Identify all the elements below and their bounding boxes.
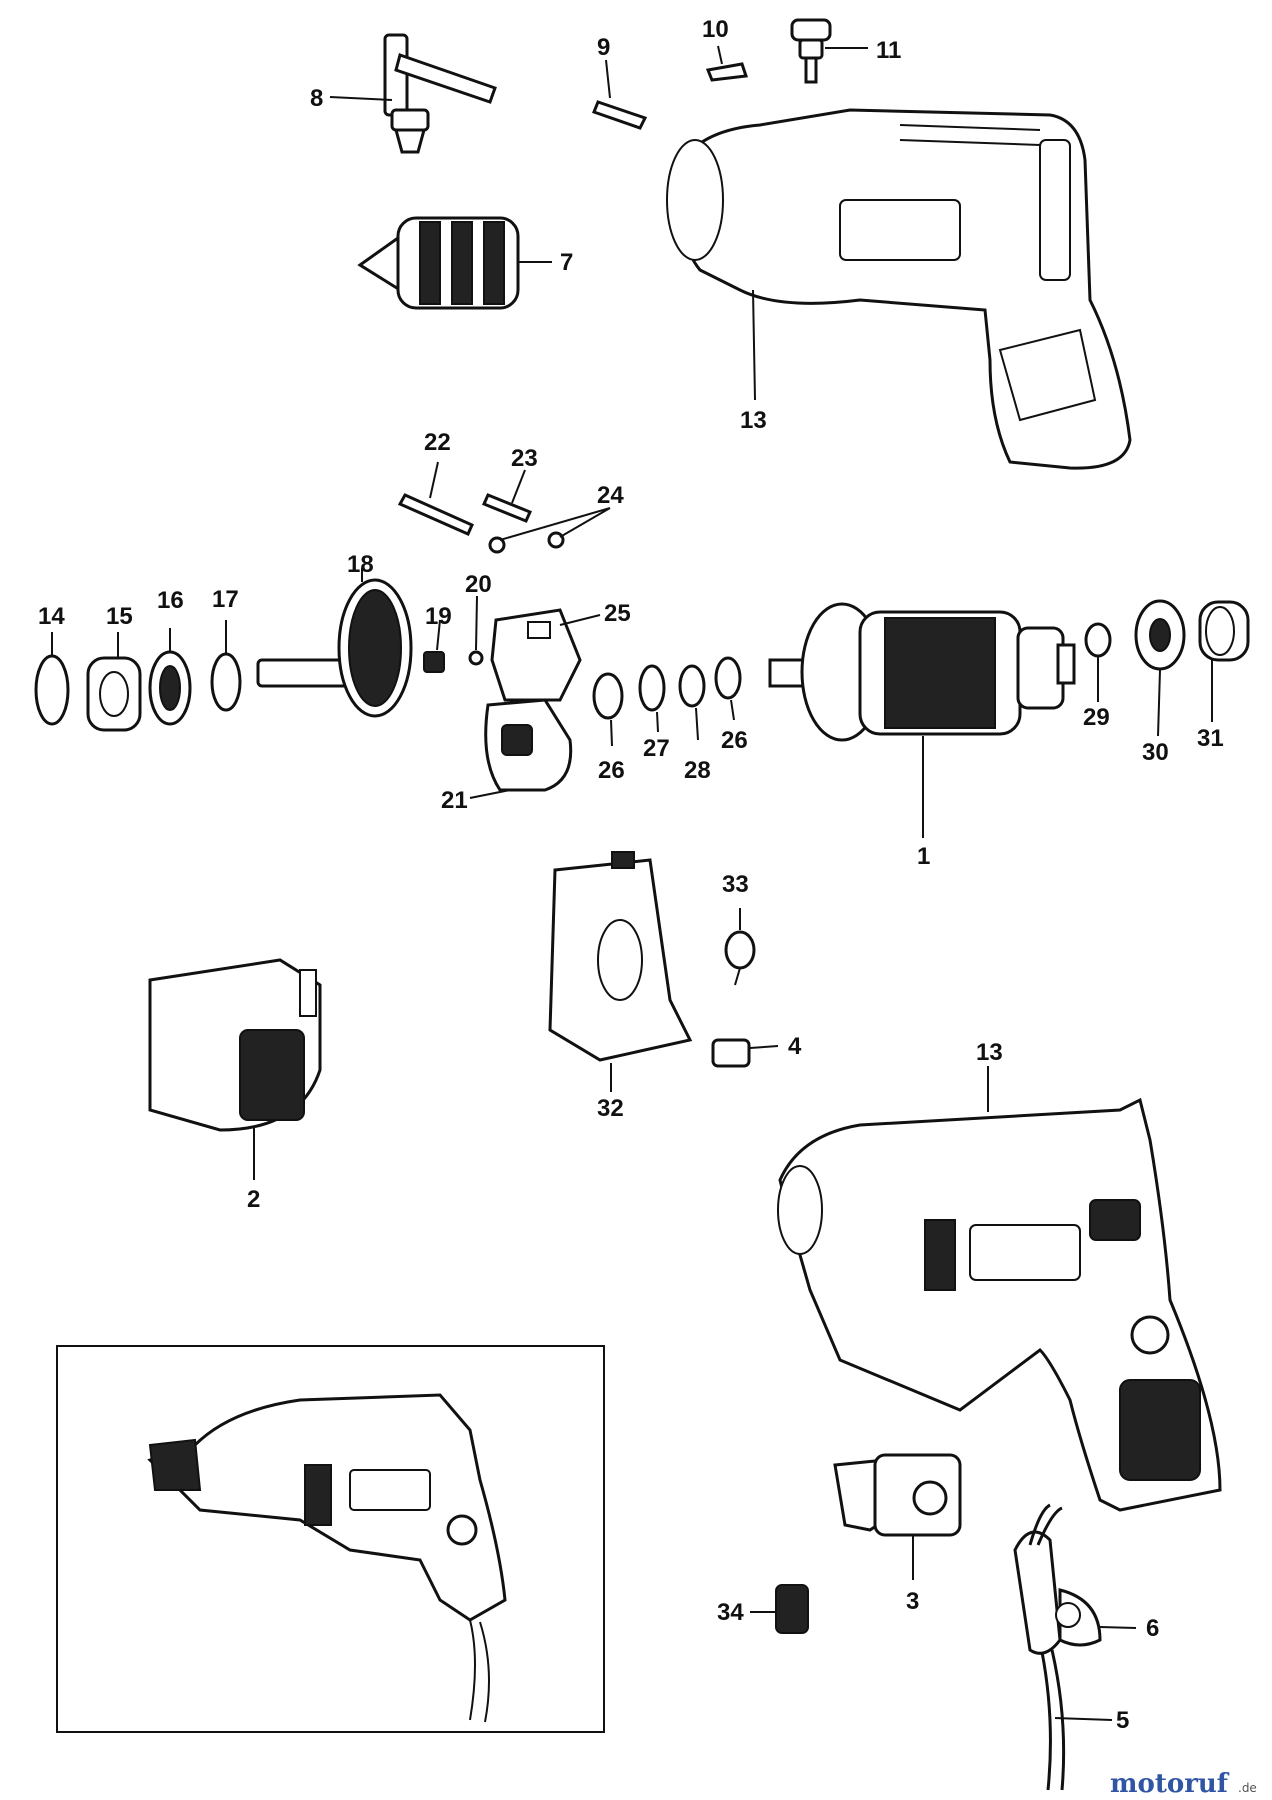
part-19-spring (423, 651, 445, 673)
part-20-ball (468, 650, 484, 666)
inset-assembled-drill (147, 1393, 507, 1723)
part-7-drill-chuck (357, 216, 520, 310)
callout-7: 7 (560, 249, 573, 276)
callout-14: 14 (38, 603, 65, 630)
callout-25: 25 (604, 600, 631, 627)
part-15-bearing (86, 656, 142, 732)
watermark-brand: motoruf (1110, 1769, 1230, 1799)
leader-26b (730, 699, 735, 721)
part-25-gear-block (490, 608, 582, 702)
callout-31: 31 (1197, 725, 1224, 752)
callout-6: 6 (1146, 1615, 1159, 1642)
part-28-washer (678, 664, 706, 708)
leader-30 (1157, 669, 1161, 737)
part-26-washer-a (592, 672, 624, 720)
watermark-suffix: .de (1238, 1781, 1257, 1795)
part-32-brush-holder (548, 851, 693, 1062)
leader-4 (749, 1045, 779, 1049)
part-10-clip (705, 62, 749, 82)
inset-frame (56, 1345, 605, 1733)
callout-23: 23 (511, 445, 538, 472)
callout-18: 18 (347, 551, 374, 578)
part-14-ring (34, 654, 70, 726)
callout-8: 8 (310, 85, 323, 112)
part-11-knob (790, 18, 832, 84)
part-24-washers (488, 531, 565, 554)
part-27-washer (638, 664, 666, 712)
leader-19 (436, 619, 441, 651)
part-21-cover (484, 698, 573, 792)
part-2-field-coil (148, 958, 322, 1132)
part-26-washer-b (714, 656, 742, 700)
callout-20: 20 (465, 571, 492, 598)
callout-19: 19 (425, 603, 452, 630)
part-8-chuck-key (383, 33, 497, 154)
callout-22: 22 (424, 429, 451, 456)
part-23-screw (481, 493, 533, 523)
callout-15: 15 (106, 603, 133, 630)
leader-5 (1054, 1717, 1113, 1721)
leader-13-top (752, 289, 756, 401)
callout-30: 30 (1142, 739, 1169, 766)
leader-21 (469, 789, 511, 799)
callout-32: 32 (597, 1095, 624, 1122)
part-18-spindle-gear (256, 578, 413, 718)
part-17-ring (210, 652, 242, 712)
part-4-brush (711, 1038, 751, 1068)
callout-21: 21 (441, 787, 468, 814)
part-3-switch (833, 1453, 962, 1537)
callout-3: 3 (906, 1588, 919, 1615)
part-6-cord-guard (1013, 1530, 1102, 1655)
callout-11: 11 (876, 37, 901, 64)
leader-20 (475, 595, 478, 651)
leader-24 (499, 507, 611, 541)
part-5-cord (1028, 1503, 1066, 1791)
part-29-washer (1084, 622, 1112, 658)
part-31-bushing (1198, 600, 1250, 662)
callout-16: 16 (157, 587, 184, 614)
part-22-screw (397, 493, 474, 536)
callout-27: 27 (643, 735, 670, 762)
part-30-bearing (1134, 599, 1186, 671)
callout-5: 5 (1116, 1707, 1129, 1734)
leader-22 (429, 461, 439, 499)
leader-27 (656, 711, 659, 733)
callout-26-a: 26 (598, 757, 625, 784)
leader-6 (1099, 1626, 1137, 1629)
callout-10: 10 (702, 16, 729, 43)
part-16-bearing (148, 650, 192, 726)
callout-24: 24 (597, 482, 624, 509)
callout-9: 9 (597, 34, 610, 61)
callout-4: 4 (788, 1033, 802, 1060)
callout-17: 17 (212, 586, 239, 613)
part-13-assembled-housing (777, 1097, 1222, 1512)
callout-13-bottom: 13 (976, 1039, 1003, 1066)
callout-1: 1 (917, 843, 930, 870)
callout-26-b: 26 (721, 727, 748, 754)
callout-33: 33 (722, 871, 749, 898)
callout-28: 28 (684, 757, 711, 784)
leader-9 (605, 59, 611, 99)
callout-34: 34 (717, 1599, 744, 1626)
callout-29: 29 (1083, 704, 1110, 731)
part-33-spring (724, 930, 756, 986)
leader-10 (717, 45, 723, 65)
leader-23 (511, 469, 526, 504)
watermark-logo: motoruf .de (1110, 1769, 1257, 1799)
leader-8 (329, 96, 393, 101)
leader-28 (695, 707, 699, 741)
part-9-pin (592, 100, 648, 130)
callout-13-top: 13 (740, 407, 767, 434)
callout-2: 2 (247, 1186, 260, 1213)
part-13-housing-half (666, 108, 1132, 470)
part-34-filter (775, 1584, 809, 1634)
leader-25 (559, 614, 601, 626)
leader-26a (610, 719, 613, 747)
part-1-armature (768, 602, 1076, 742)
